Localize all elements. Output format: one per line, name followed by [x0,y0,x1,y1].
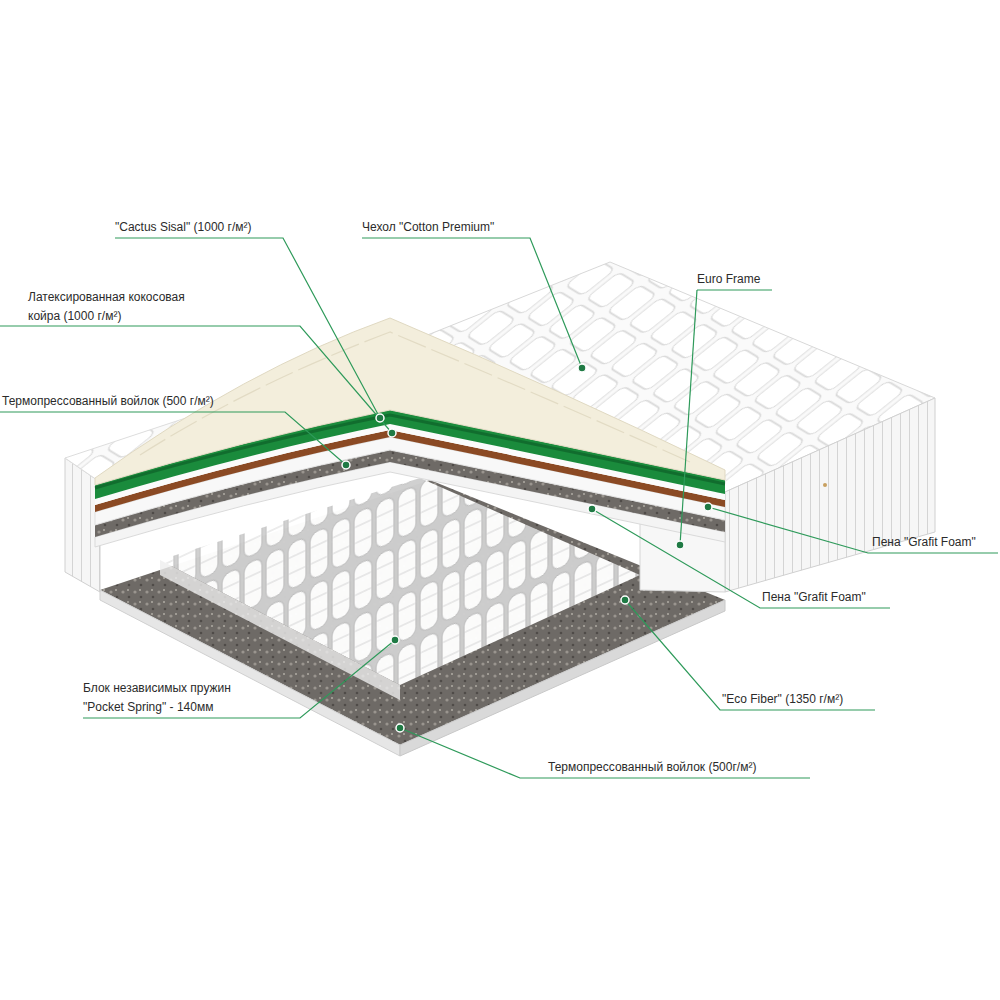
part-label: Блок независимых пружин "Pocket Spring" … [83,679,258,717]
part-label: Пена "Grafit Foam" [762,588,866,607]
part-label: Пена "Grafit Foam" [872,533,976,552]
part-label: Euro Frame [697,270,760,289]
part-label: "Eco Fiber" (1350 г/м²) [722,690,843,709]
part-label: Термопрессованный войлок (500 г/м²) [2,392,214,411]
part-label: Латексированная кокосовая койра (1000 г/… [28,288,208,326]
part-label: Термопрессованный войлок (500г/м²) [548,758,756,777]
part-label: "Cactus Sisal" (1000 г/м²) [115,218,252,237]
part-label: Чехол "Cotton Premium" [362,218,494,237]
